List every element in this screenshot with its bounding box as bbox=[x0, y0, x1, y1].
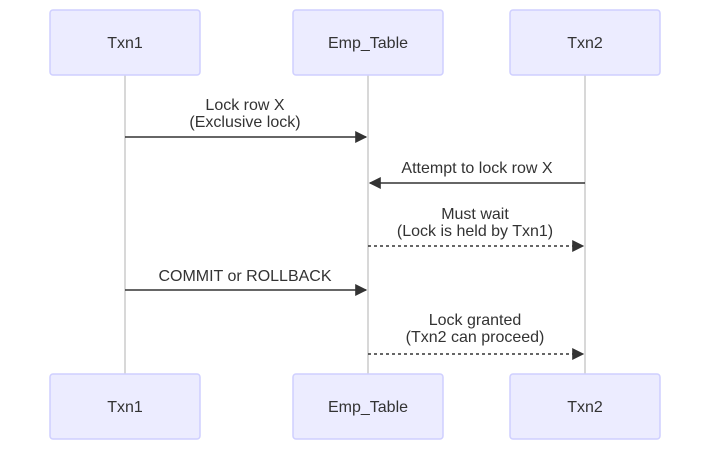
actor-label: Txn2 bbox=[567, 399, 603, 416]
actor-txn2-bottom[interactable]: Txn2 bbox=[509, 373, 661, 440]
actor-box bbox=[509, 373, 661, 440]
actor-box bbox=[49, 373, 201, 440]
actor-label: Txn2 bbox=[567, 35, 603, 52]
actor-label: Emp_Table bbox=[328, 35, 408, 52]
message-commit-or-rollback: COMMIT or ROLLBACK bbox=[125, 268, 368, 296]
actor-label: Emp_Table bbox=[328, 399, 408, 416]
message-lock-granted: Lock granted (Txn2 can proceed) bbox=[368, 312, 585, 360]
actor-box bbox=[292, 9, 444, 76]
message-label-line-2: (Lock is held by Txn1) bbox=[397, 223, 553, 240]
lifelines bbox=[124, 75, 586, 374]
message-attempt-lock: Attempt to lock row X bbox=[368, 160, 585, 189]
actor-box bbox=[509, 9, 661, 76]
actors-bottom: Txn1 Emp_Table Txn2 bbox=[49, 373, 661, 440]
message-label-line-1: Lock row X bbox=[205, 97, 284, 114]
actor-label: Txn1 bbox=[107, 399, 143, 416]
actor-emp-table-bottom[interactable]: Emp_Table bbox=[292, 373, 444, 440]
actor-box bbox=[49, 9, 201, 76]
message-label-line-2: (Txn2 can proceed) bbox=[406, 329, 545, 346]
messages: Lock row X (Exclusive lock) Attempt to l… bbox=[125, 97, 585, 360]
actor-txn1-top[interactable]: Txn1 bbox=[49, 9, 201, 76]
actor-label: Txn1 bbox=[107, 35, 143, 52]
actor-emp-table-top[interactable]: Emp_Table bbox=[292, 9, 444, 76]
actor-box bbox=[292, 373, 444, 440]
message-label-line-2: (Exclusive lock) bbox=[189, 114, 300, 131]
message-lock-row-x: Lock row X (Exclusive lock) bbox=[125, 97, 368, 143]
message-label-line-1: Must wait bbox=[441, 206, 509, 223]
actors-top: Txn1 Emp_Table Txn2 bbox=[49, 9, 661, 76]
actor-txn1-bottom[interactable]: Txn1 bbox=[49, 373, 201, 440]
message-label-line-1: Lock granted bbox=[429, 312, 522, 329]
message-label-line-1: Attempt to lock row X bbox=[401, 160, 552, 177]
message-must-wait: Must wait (Lock is held by Txn1) bbox=[368, 206, 585, 252]
message-label-line-1: COMMIT or ROLLBACK bbox=[158, 268, 331, 285]
actor-txn2-top[interactable]: Txn2 bbox=[509, 9, 661, 76]
